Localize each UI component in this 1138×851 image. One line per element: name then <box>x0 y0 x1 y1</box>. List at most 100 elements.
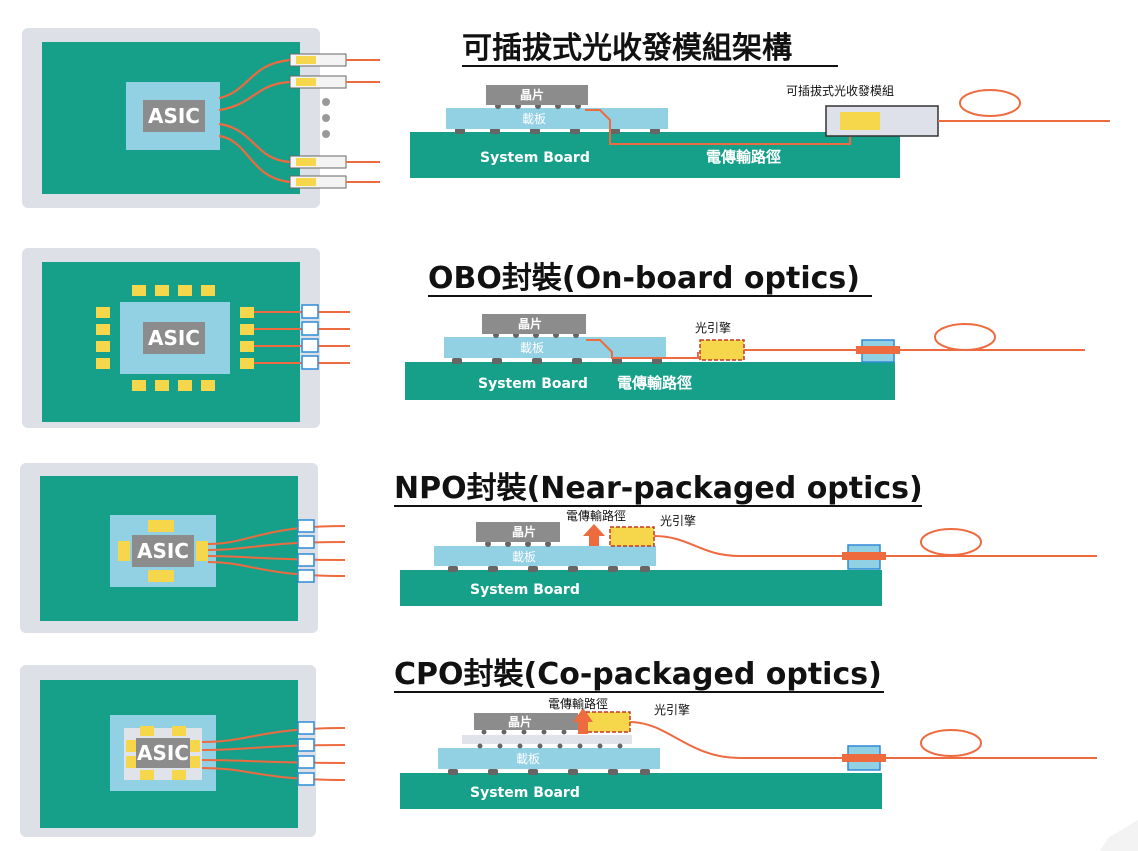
system-board <box>400 570 882 606</box>
fiber <box>629 721 1097 759</box>
substrate <box>446 108 668 129</box>
system-board-label: System Board <box>470 785 580 801</box>
optical-engine <box>609 526 655 547</box>
substrate <box>434 546 656 566</box>
fiber-loop <box>920 528 982 556</box>
asic-die <box>136 738 190 768</box>
pluggable-module <box>289 175 347 189</box>
asic-die <box>143 322 205 354</box>
cross-section-obo: System Board 載板 晶片 電傳輸路徑 光引擎 <box>405 314 1085 400</box>
optics-label: 光引擎 <box>660 513 696 528</box>
fiber <box>653 535 1097 557</box>
substrate <box>444 337 666 358</box>
chip <box>486 85 588 105</box>
micro-bumps <box>485 541 551 547</box>
electrical-path-label: 電傳輸路徑 <box>566 508 626 523</box>
system-board-label: System Board <box>478 376 588 392</box>
trace <box>218 58 292 100</box>
substrate-label: 載板 <box>522 112 546 126</box>
top-view-obo: ASIC <box>22 248 350 428</box>
solder-balls <box>448 566 650 572</box>
system-board <box>405 362 895 400</box>
solder-balls <box>452 358 662 364</box>
optical-engines <box>96 285 254 391</box>
row-title: CPO封裝(Co-packaged optics) <box>394 657 882 692</box>
chip-label: 晶片 <box>508 714 532 729</box>
chip-label: 晶片 <box>518 316 542 331</box>
pluggable-module <box>289 155 347 169</box>
electrical-path-label: 電傳輸路徑 <box>617 374 692 392</box>
system-board <box>410 132 900 178</box>
optical-engines <box>118 520 208 582</box>
fiber-loop <box>934 323 996 351</box>
chip <box>474 713 578 730</box>
pluggable-module <box>289 75 347 89</box>
connectors <box>297 519 315 583</box>
solder-balls <box>455 128 660 134</box>
interposer <box>462 735 632 744</box>
chip-label: 晶片 <box>520 87 544 102</box>
micro-bumps <box>477 729 623 749</box>
connector-ferrule <box>842 552 886 560</box>
asic-label: ASIC <box>137 741 189 765</box>
optical-engines <box>126 726 200 780</box>
substrate-label: 載板 <box>512 550 536 564</box>
electrical-path-line <box>585 109 851 145</box>
row-title: OBO封裝(On-board optics) <box>428 261 860 296</box>
fiber-loop <box>959 89 1021 117</box>
asic-label: ASIC <box>148 104 200 128</box>
fibers <box>207 525 346 577</box>
asic-label: ASIC <box>137 539 189 563</box>
trace <box>218 122 292 164</box>
corner-accent <box>1100 820 1138 851</box>
chip <box>482 314 586 334</box>
electrical-path-line <box>586 339 699 359</box>
pluggable-optics <box>840 112 880 130</box>
optics-label: 光引擎 <box>654 702 690 717</box>
row-npo: ASIC NPO封裝(Near-packaged optics) System … <box>20 463 1097 633</box>
cross-section-cpo: System Board 載板 晶片 <box>400 696 1097 809</box>
connectors <box>301 304 319 370</box>
row-title: 可插拔式光收發模組架構 <box>462 31 792 66</box>
cross-section-pluggable: System Board 載板 晶片 電傳輸路徑 可插拔式光收發 <box>410 83 1110 178</box>
top-view-cpo: ASIC <box>20 665 346 837</box>
row-cpo: ASIC CPO封裝(Co-packaged optics) System Bo… <box>20 657 1097 837</box>
system-board-label: System Board <box>480 150 590 166</box>
trace <box>218 80 292 112</box>
chip-label: 晶片 <box>512 524 536 539</box>
optics-label: 可插拔式光收發模組 <box>786 83 894 98</box>
top-view-npo: ASIC <box>20 463 346 633</box>
ellipsis-dot <box>322 114 330 122</box>
row-title: NPO封裝(Near-packaged optics) <box>394 471 923 506</box>
cross-section-npo: System Board 載板 晶片 電傳輸路徑 光引擎 <box>400 508 1097 606</box>
connector-ferrule <box>842 754 886 762</box>
asic-label: ASIC <box>148 326 200 350</box>
ellipsis-dot <box>322 98 330 106</box>
solder-balls <box>448 769 650 775</box>
top-view-pluggable: ASIC <box>22 28 380 208</box>
fiber-loop <box>920 729 982 757</box>
electrical-path-arrow <box>573 708 593 734</box>
optical-engine <box>699 339 745 361</box>
fibers <box>201 727 346 781</box>
electrical-path-label: 電傳輸路徑 <box>706 148 781 166</box>
asic-die <box>143 100 205 132</box>
electrical-path-label: 電傳輸路徑 <box>548 696 608 711</box>
connectors <box>297 721 315 786</box>
asic-die <box>132 535 194 567</box>
optics-label: 光引擎 <box>695 320 731 335</box>
chip <box>476 522 560 542</box>
system-board-label: System Board <box>470 582 580 598</box>
substrate-label: 載板 <box>516 752 540 766</box>
row-pluggable: ASIC <box>22 28 1110 208</box>
connector-ferrule <box>856 346 900 354</box>
ellipsis-dot <box>322 130 330 138</box>
trace <box>218 134 292 184</box>
row-obo: ASIC OBO封裝(On-board optics) System Board <box>22 248 1085 428</box>
substrate-label: 載板 <box>520 341 544 355</box>
pluggable-module <box>289 53 347 67</box>
substrate <box>438 748 660 769</box>
electrical-path-arrow <box>583 524 605 546</box>
system-board <box>400 773 882 809</box>
